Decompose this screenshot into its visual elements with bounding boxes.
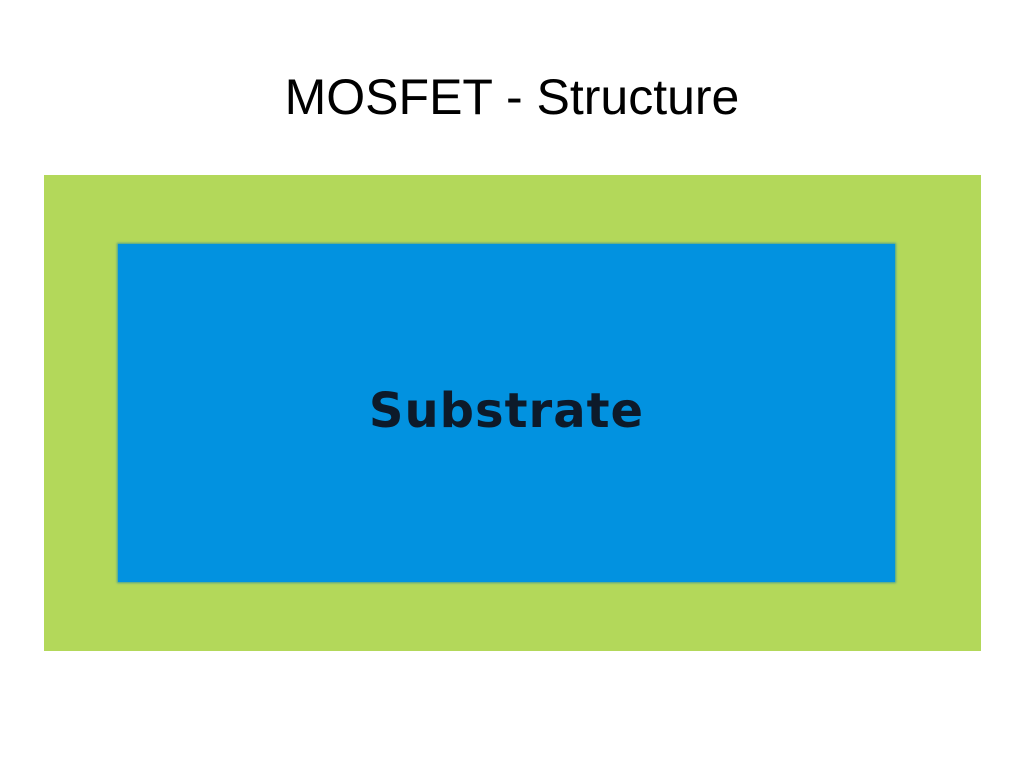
substrate-label: Substrate — [368, 383, 645, 439]
slide-title: MOSFET - Structure — [284, 69, 740, 125]
mosfet-diagram-frame: Substrate — [44, 175, 981, 651]
substrate-region: Substrate — [118, 244, 895, 582]
